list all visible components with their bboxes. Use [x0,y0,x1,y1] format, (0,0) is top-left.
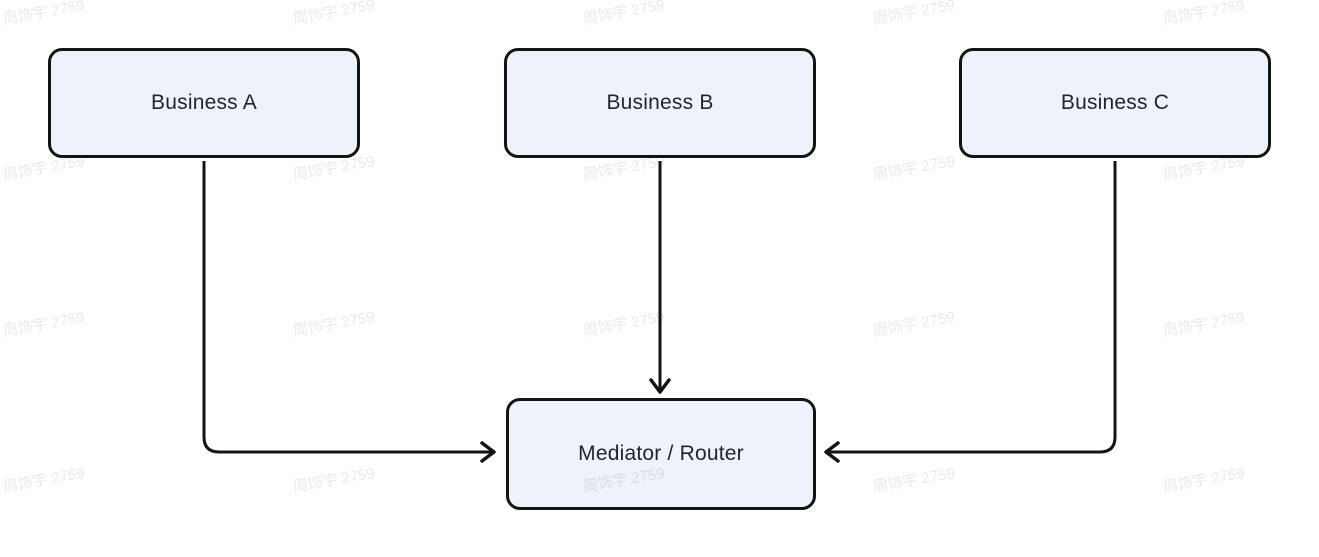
node-business-c-label: Business C [1060,91,1170,114]
edge-business-c-to-mediator-arrow [824,161,1117,463]
node-business-a-label: Business A [151,91,257,114]
node-business-a: Business A [48,48,360,158]
edge-business-a-to-mediator-arrow [202,161,496,463]
node-mediator-router: Mediator / Router [506,398,816,510]
node-business-b: Business B [504,48,816,158]
node-mediator-router-label: Mediator / Router [578,442,744,465]
node-business-c: Business C [959,48,1271,158]
node-business-b-label: Business B [606,91,714,114]
